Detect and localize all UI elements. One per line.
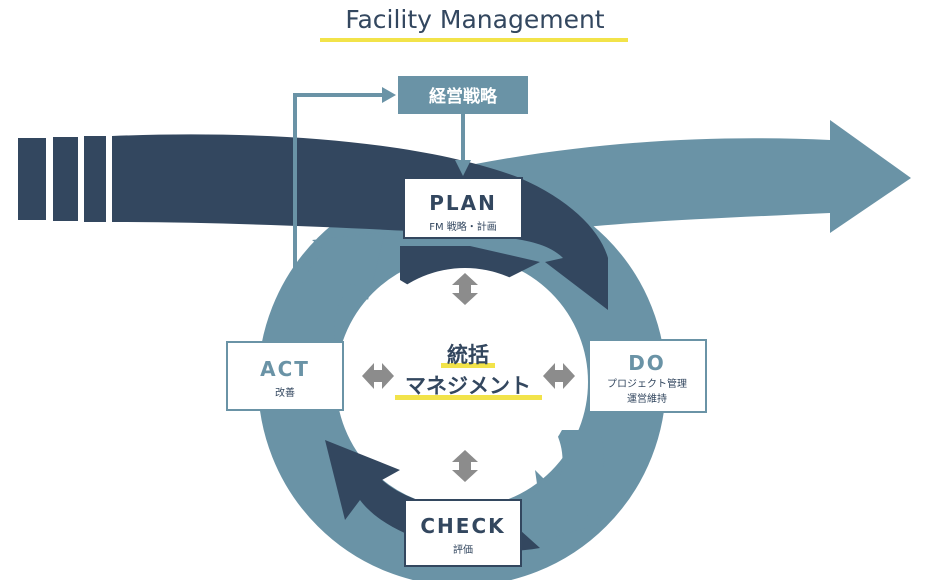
act-to-plan-arrow [294,232,385,340]
check-title: CHECK [420,514,505,538]
center-text-line2: マネジメント [405,374,531,398]
center-plan-double-arrow [452,273,478,305]
center-act-double-arrow [362,363,394,389]
band-stripe-3 [84,136,106,222]
feedback-arrowhead [382,87,396,103]
center-text-line1: 統括 [447,343,489,367]
band-stripe-2 [53,137,78,221]
center-check-double-arrow [452,450,478,482]
strategy-box [398,76,528,114]
check-box: CHECK 評価 [404,499,522,567]
center-circle [355,268,575,488]
center-highlight-2 [395,395,542,400]
check-subtitle: 評価 [453,543,473,556]
growth-arrow-right [470,120,911,233]
center-do-double-arrow [543,363,575,389]
plan-subtitle: FM 戦略・計画 [429,220,497,233]
act-subtitle: 改善 [275,386,295,399]
act-box: ACT 改善 [226,341,344,411]
plan-title: PLAN [429,191,497,215]
strategy-label: 経営戦略 [429,86,498,107]
do-box: DO プロジェクト管理 運営維持 [588,339,707,413]
do-subtitle-line2: 運営維持 [627,392,667,405]
plan-box: PLAN FM 戦略・計画 [403,177,523,239]
act-title: ACT [260,357,310,381]
do-title: DO [628,351,666,375]
band-stripe-1 [18,138,46,220]
feedback-line [293,93,382,345]
center-highlight-1 [441,363,495,368]
page-title: Facility Management [345,5,604,34]
do-subtitle-line1: プロジェクト管理 [607,377,687,390]
do-to-check-arrow [535,430,612,540]
strategy-to-plan-arrowhead [455,160,471,176]
title-underline [320,38,628,42]
